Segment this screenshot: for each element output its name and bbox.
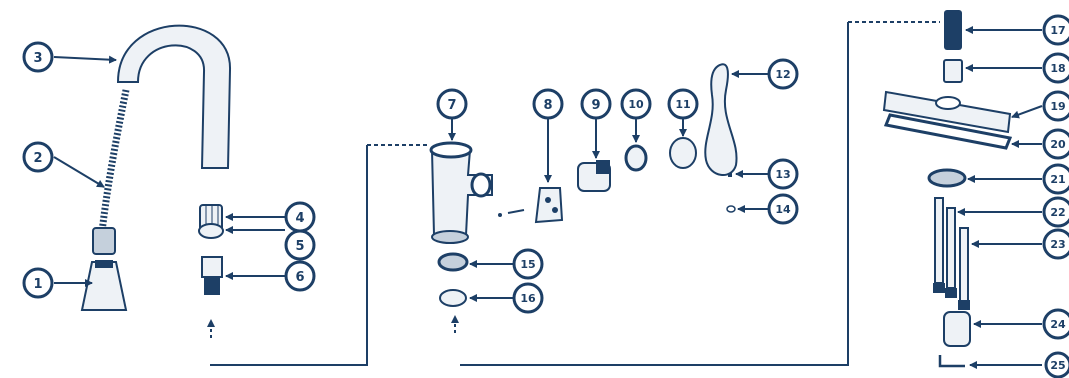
svg-text:9: 9 [591,98,600,113]
callout-22: 22 [1042,196,1069,228]
washer-part [198,223,224,239]
plug-part [726,205,736,213]
callout-11: 11 [667,88,699,120]
callout-19: 19 [1042,90,1069,122]
callout-15: 15 [512,248,544,280]
callout-7: 7 [436,88,468,120]
callout-9: 9 [580,88,612,120]
svg-text:10: 10 [628,98,644,111]
group-connector-lines [210,21,940,366]
callout-2: 2 [22,141,54,173]
svg-text:5: 5 [295,239,304,254]
callout-13: 13 [767,158,799,190]
callout-4: 4 [284,201,316,233]
callout-leaders [53,26,1043,369]
svg-text:21: 21 [1050,173,1065,186]
hose-coupling [92,227,116,255]
cap-part [534,187,564,224]
svg-text:8: 8 [543,98,552,113]
callouts: 1 2 3 4 5 6 7 8 [22,14,1069,378]
callout-18: 18 [1042,52,1069,84]
callout-25: 25 [1044,351,1069,378]
callout-17: 17 [1042,14,1069,46]
svg-text:23: 23 [1050,238,1065,251]
callout-20: 20 [1042,128,1069,160]
svg-text:1: 1 [33,277,42,292]
svg-text:14: 14 [775,203,791,216]
supply-line-a [934,197,944,284]
callout-12: 12 [767,58,799,90]
callout-8: 8 [532,88,564,120]
sleeve-part [669,137,697,169]
top-cap-part [944,10,962,50]
svg-text:12: 12 [775,68,790,81]
supply-line-b [946,207,956,289]
callout-16: 16 [512,282,544,314]
svg-text:4: 4 [295,211,304,226]
supply-line-c [959,227,969,304]
sprayhead-part [80,261,128,311]
callout-21: 21 [1042,163,1069,195]
svg-text:2: 2 [33,151,42,166]
svg-text:7: 7 [447,98,456,113]
svg-text:15: 15 [520,258,535,271]
svg-text:6: 6 [295,270,304,285]
spout-part [116,24,232,169]
gasket-part [883,113,1013,150]
callout-5: 5 [284,229,316,261]
valve-body-assembly [429,63,738,333]
mounting-nut-part [927,168,967,188]
svg-text:13: 13 [775,168,790,181]
svg-text:11: 11 [675,98,690,111]
callout-1: 1 [22,267,54,299]
handle-part [704,63,738,176]
callout-14: 14 [767,193,799,225]
svg-text:17: 17 [1050,24,1065,37]
callout-24: 24 [1042,308,1069,340]
hex-key-part [938,355,965,368]
deck-plate-part [882,90,1012,134]
set-screw-part [728,173,732,177]
hose-weight-part [943,311,971,347]
svg-text:19: 19 [1050,100,1065,113]
callout-3: 3 [22,41,54,73]
callout-10: 10 [620,88,652,120]
spout-assembly [80,24,232,338]
svg-text:24: 24 [1050,318,1066,331]
svg-text:18: 18 [1050,62,1065,75]
svg-text:25: 25 [1050,359,1065,372]
mount-nut-part [437,252,469,272]
svg-text:16: 16 [520,292,536,305]
svg-text:3: 3 [33,51,42,66]
bushing-part [943,59,963,83]
callout-23: 23 [1042,228,1069,260]
ring-nut-part [624,144,648,172]
mount-washer-part [439,289,467,307]
svg-text:20: 20 [1050,138,1066,151]
connector-part [201,256,223,278]
hose-part [98,89,130,233]
deck-plate-assembly [882,10,1013,368]
svg-text:22: 22 [1050,206,1065,219]
callout-6: 6 [284,260,316,292]
